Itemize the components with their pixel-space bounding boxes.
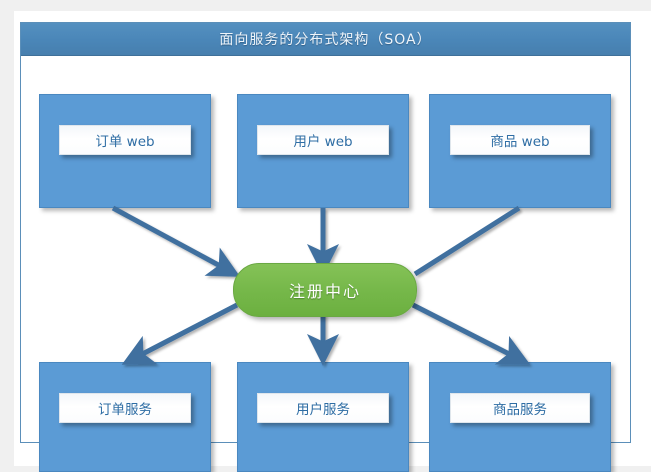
node-user-web-label: 用户 web <box>256 125 390 155</box>
node-product-web[interactable]: 商品 web <box>429 94 611 208</box>
diagram-canvas: 订单 web 用户 web 商品 web 注册中心 订单服务 用户服务 商品服务 <box>21 56 630 472</box>
connector-product-web-to-registry <box>413 205 521 277</box>
node-order-service-label: 订单服务 <box>58 393 192 423</box>
node-product-service-label: 商品服务 <box>449 393 591 423</box>
connector-order-web-to-registry <box>111 205 241 277</box>
node-user-service[interactable]: 用户服务 <box>237 362 409 472</box>
node-product-service[interactable]: 商品服务 <box>429 362 611 472</box>
node-registry-center-label: 注册中心 <box>288 282 361 301</box>
node-user-service-label: 用户服务 <box>256 393 390 423</box>
node-user-web[interactable]: 用户 web <box>237 94 409 208</box>
node-order-service[interactable]: 订单服务 <box>39 362 211 472</box>
node-registry-center[interactable]: 注册中心 <box>233 263 417 317</box>
diagram-panel: 面向服务的分布式架构（SOA） <box>20 22 631 472</box>
node-order-web-label: 订单 web <box>58 125 192 155</box>
node-product-web-label: 商品 web <box>449 125 591 155</box>
node-order-web[interactable]: 订单 web <box>39 94 211 208</box>
connector-registry-to-product-service <box>411 302 531 365</box>
page-title: 面向服务的分布式架构（SOA） <box>21 23 630 56</box>
connector-registry-to-order-service <box>121 302 239 365</box>
